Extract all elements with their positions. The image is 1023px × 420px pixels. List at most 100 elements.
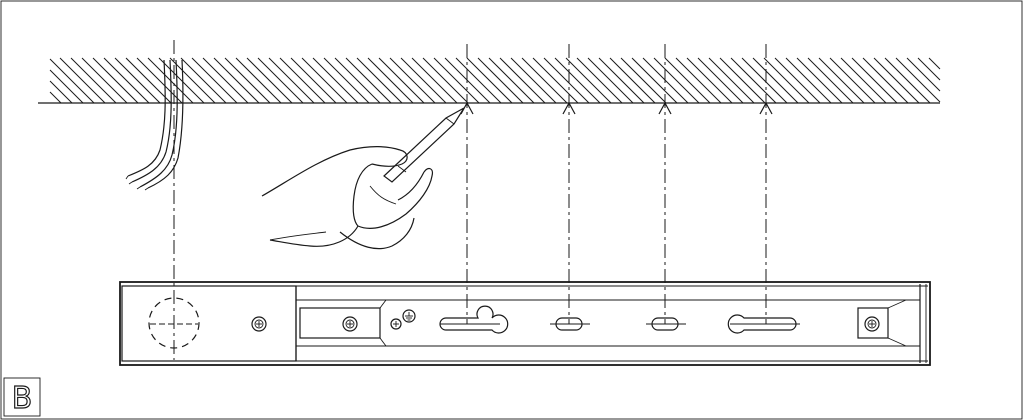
hatch-line [598,57,645,104]
hatch-line [532,57,579,104]
hatch-line [290,57,337,104]
left-bracket [299,307,381,339]
hatch-line [70,57,117,104]
hatch-line [466,57,513,104]
hatch-line [928,57,941,70]
hatch-line [862,57,909,104]
hatch-line [279,57,326,104]
hatch-line [521,57,568,104]
hatch-line [686,57,733,104]
hatch-line [433,57,480,104]
hatch-line [554,57,601,104]
hatch-line [180,57,227,104]
hatch-line [587,57,634,104]
hatch-line [851,57,898,104]
hatch-line [565,57,612,104]
hatch-line [49,91,62,104]
hatch-line [785,57,832,104]
hatch-line [92,57,139,104]
hatch-line [49,80,73,104]
hatch-line [917,57,941,81]
hatch-line [400,57,447,104]
hatch-line [114,57,161,104]
hand-with-pencil [261,107,465,250]
hatch-line [664,57,711,104]
hatch-line [213,57,260,104]
hatch-line [906,57,941,92]
hatch-line [609,57,656,104]
hatch-line [708,57,755,104]
hatch-line [697,57,744,104]
hatch-line [422,57,469,104]
hatch-line [631,57,678,104]
hatch-line [81,57,128,104]
hatch-line [488,57,535,104]
hatch-line [49,58,95,104]
feed-end-housing [121,285,297,362]
hatch-line [741,57,788,104]
hatch-line [235,57,282,104]
hatch-line [125,57,172,104]
hatch-line [620,57,667,104]
hatch-line [455,57,502,104]
screw-icon [251,316,267,332]
hatch-line [202,57,249,104]
hatch-line [169,57,216,104]
hatch-line [499,57,546,104]
screw-icon [390,318,402,330]
ceiling-hatching [49,57,941,104]
hatch-line [675,57,722,104]
hatch-line [653,57,700,104]
marking-arrows [460,101,773,115]
hatch-line [246,57,293,104]
hatch-line [807,57,854,104]
figure-label: B [3,377,41,417]
hatch-line [389,57,436,104]
hatch-line [59,57,106,104]
screw-icon [864,316,880,332]
hatch-line [411,57,458,104]
hatch-line [477,57,524,104]
hatch-line [510,57,557,104]
hatch-line [543,57,590,104]
hatch-line [301,57,348,104]
hatch-line [334,57,381,104]
hatch-line [378,57,425,104]
hatch-line [103,57,150,104]
ground-symbol-icon [402,309,416,323]
hatch-line [257,57,304,104]
hatch-line [774,57,821,104]
hatch-line [356,57,403,104]
hatch-line [191,57,238,104]
hatch-line [268,57,315,104]
hatch-line [323,57,370,104]
hatch-line [576,57,623,104]
hatch-line [312,57,359,104]
hatch-line [840,57,887,104]
hatch-line [829,57,876,104]
ceiling-surface [38,57,941,104]
alignment-lines [150,40,800,360]
screw-icon [342,316,358,332]
hatch-line [818,57,865,104]
keyhole-slot [439,305,509,334]
hatch-line [345,57,392,104]
hatch-line [136,57,183,104]
hatch-line [224,57,271,104]
keyhole-slot [727,314,797,334]
mounting-track [119,281,931,366]
hatch-line [763,57,810,104]
hatch-line [49,69,84,104]
hatch-line [796,57,843,104]
figure-label-text: B [12,381,33,416]
hatch-line [895,57,941,103]
hatch-line [752,57,799,104]
power-cable [125,59,184,191]
hatch-line [719,57,766,104]
hatch-line [873,57,920,104]
hatch-line [367,57,414,104]
right-bracket [857,307,889,339]
